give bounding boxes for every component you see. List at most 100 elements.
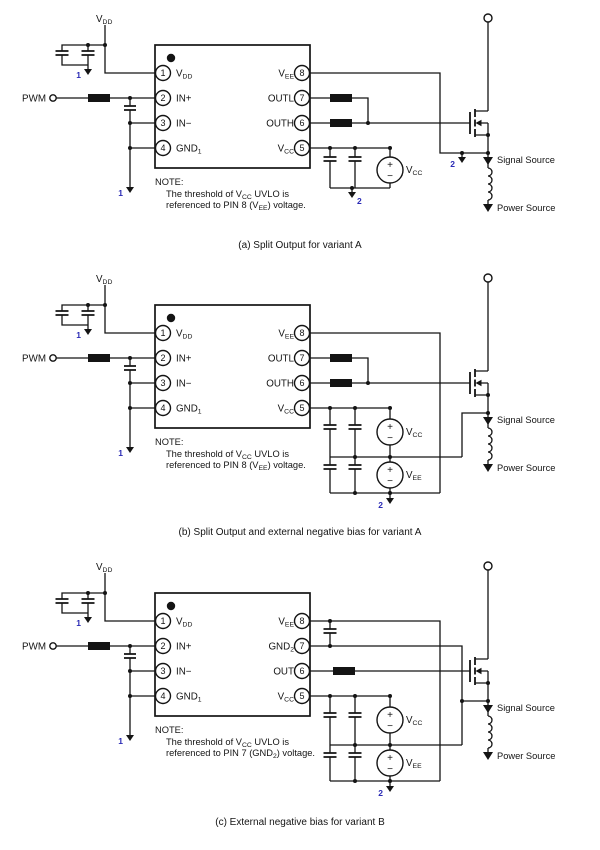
ground-arrow-icon [84, 617, 92, 623]
outh-resistor [330, 379, 352, 387]
down-arrow-icon [483, 464, 493, 472]
pin-number: 2 [160, 353, 165, 363]
pin-label-in-plus: IN+ [176, 642, 192, 653]
pwm-label: PWM [22, 642, 46, 653]
pin-number: 5 [299, 403, 304, 413]
bottom-rail [330, 491, 440, 495]
pin-label-outh: OUTH [266, 119, 294, 130]
mosfet-body-arrow [475, 667, 482, 675]
minus-sign: − [387, 764, 393, 775]
pin-circle-6 [293, 374, 311, 392]
pin-circle-2 [154, 349, 172, 367]
bypass-caps [323, 148, 390, 189]
source-connector [461, 412, 488, 457]
pin-label-vdd: VDD [176, 69, 192, 81]
pin-label-gnd1: GND1 [176, 404, 202, 416]
note-block: NOTE: The threshold of VCC UVLO is refer… [155, 177, 306, 212]
ground-2-bottom [386, 781, 394, 792]
pin-label-in-plus: IN+ [176, 94, 192, 105]
pin-number: 7 [299, 353, 304, 363]
minus-sign: − [387, 721, 393, 732]
pin-circle-1 [154, 324, 172, 342]
pin-number: 5 [299, 143, 304, 153]
pin-circle-5 [293, 139, 311, 157]
vcc-source-label: VCC [406, 427, 422, 439]
pin-number: 8 [299, 616, 304, 626]
ic-pins: 1 2 3 4 8 7 6 5 VDD IN+ IN− GND1 VEE OUT… [154, 313, 311, 417]
pin-number: 3 [160, 378, 165, 388]
pin1-marker [166, 313, 176, 323]
power-source-label: Power Source [497, 751, 555, 761]
figure-caption: (b) Split Output and external negative b… [179, 527, 422, 538]
vee-source-label: VEE [406, 758, 422, 770]
pin-number: 8 [299, 328, 304, 338]
ground-ref-2-fet: 2 [450, 159, 455, 169]
bypass-caps-upper [323, 696, 362, 745]
vee-source-symbol [376, 461, 404, 489]
inductor [487, 167, 493, 201]
note-block: NOTE: The threshold of VCC UVLO is refer… [155, 437, 306, 472]
ground-arrow-icon [386, 498, 394, 504]
pwm-input [49, 354, 158, 362]
down-arrow-icon [483, 157, 493, 165]
vcc-source-symbol [376, 418, 404, 446]
vdd-rail [104, 25, 158, 74]
drain-terminal [483, 273, 493, 371]
mosfet [469, 369, 490, 415]
power-source-label: Power Source [497, 463, 555, 473]
ground-ref-1-bottom: 1 [118, 736, 123, 746]
minus-sign: − [387, 476, 393, 487]
pin1-marker [166, 53, 176, 63]
mosfet [469, 657, 490, 703]
mosfet-body-arrow [475, 119, 482, 127]
ic-body [154, 44, 311, 169]
pin-label-vcc: VCC [278, 144, 294, 156]
pin-circle-4 [154, 687, 172, 705]
ground-ref-2-bottom: 2 [378, 788, 383, 798]
pin-label-vee: VEE [278, 69, 294, 81]
pin-circle-8 [293, 612, 311, 630]
bypass-caps-upper [323, 408, 362, 457]
pin-label-vdd: VDD [176, 617, 192, 629]
down-arrow-icon [483, 204, 493, 212]
power-source-arrow [483, 748, 493, 760]
drain-terminal-circle [483, 561, 493, 571]
vcc-source: + − [376, 148, 404, 188]
supply-decoupling-caps [55, 591, 107, 623]
plus-sign: + [387, 160, 393, 171]
ground-ref-1-top: 1 [76, 330, 81, 340]
down-arrow-icon [483, 705, 493, 713]
ground-ref-1-bottom: 1 [118, 448, 123, 458]
vcc-source: + − [376, 696, 404, 745]
circuit-b-diagram: + − + − [22, 273, 555, 538]
input-resistor [88, 642, 110, 650]
inductor [487, 427, 493, 461]
circuit-a-diagram: + − 1 2 3 4 8 [22, 13, 555, 251]
pin-label-vee: VEE [278, 329, 294, 341]
figure-caption: (c) External negative bias for variant B [215, 817, 385, 828]
pin-number: 2 [160, 93, 165, 103]
supply-decoupling-caps [55, 43, 107, 75]
pin-label-vdd: VDD [176, 329, 192, 341]
pin-label-in-minus: IN− [176, 379, 192, 390]
down-arrow-icon [483, 417, 493, 425]
pin-circle-8 [293, 324, 311, 342]
outl-resistor [330, 354, 352, 362]
ground-arrow-icon [458, 157, 466, 163]
vcc-source-label: VCC [406, 715, 422, 727]
vee-source-label: VEE [406, 470, 422, 482]
supply-decoupling-caps [55, 303, 107, 335]
drain-terminal-circle [483, 273, 493, 283]
drain-terminal [483, 561, 493, 659]
ground-ref-2-bottom: 2 [378, 500, 383, 510]
pin-number: 3 [160, 118, 165, 128]
vee-source-symbol [376, 749, 404, 777]
mosfet-body-arrow [475, 379, 482, 387]
circuit-c-diagram: + − + − [22, 561, 555, 828]
pin-label-vee: VEE [278, 617, 294, 629]
note-title: NOTE: [155, 177, 183, 187]
gate-resistors [308, 94, 470, 127]
pin-number: 1 [160, 616, 165, 626]
pin-number: 5 [299, 691, 304, 701]
pwm-label: PWM [22, 94, 46, 105]
